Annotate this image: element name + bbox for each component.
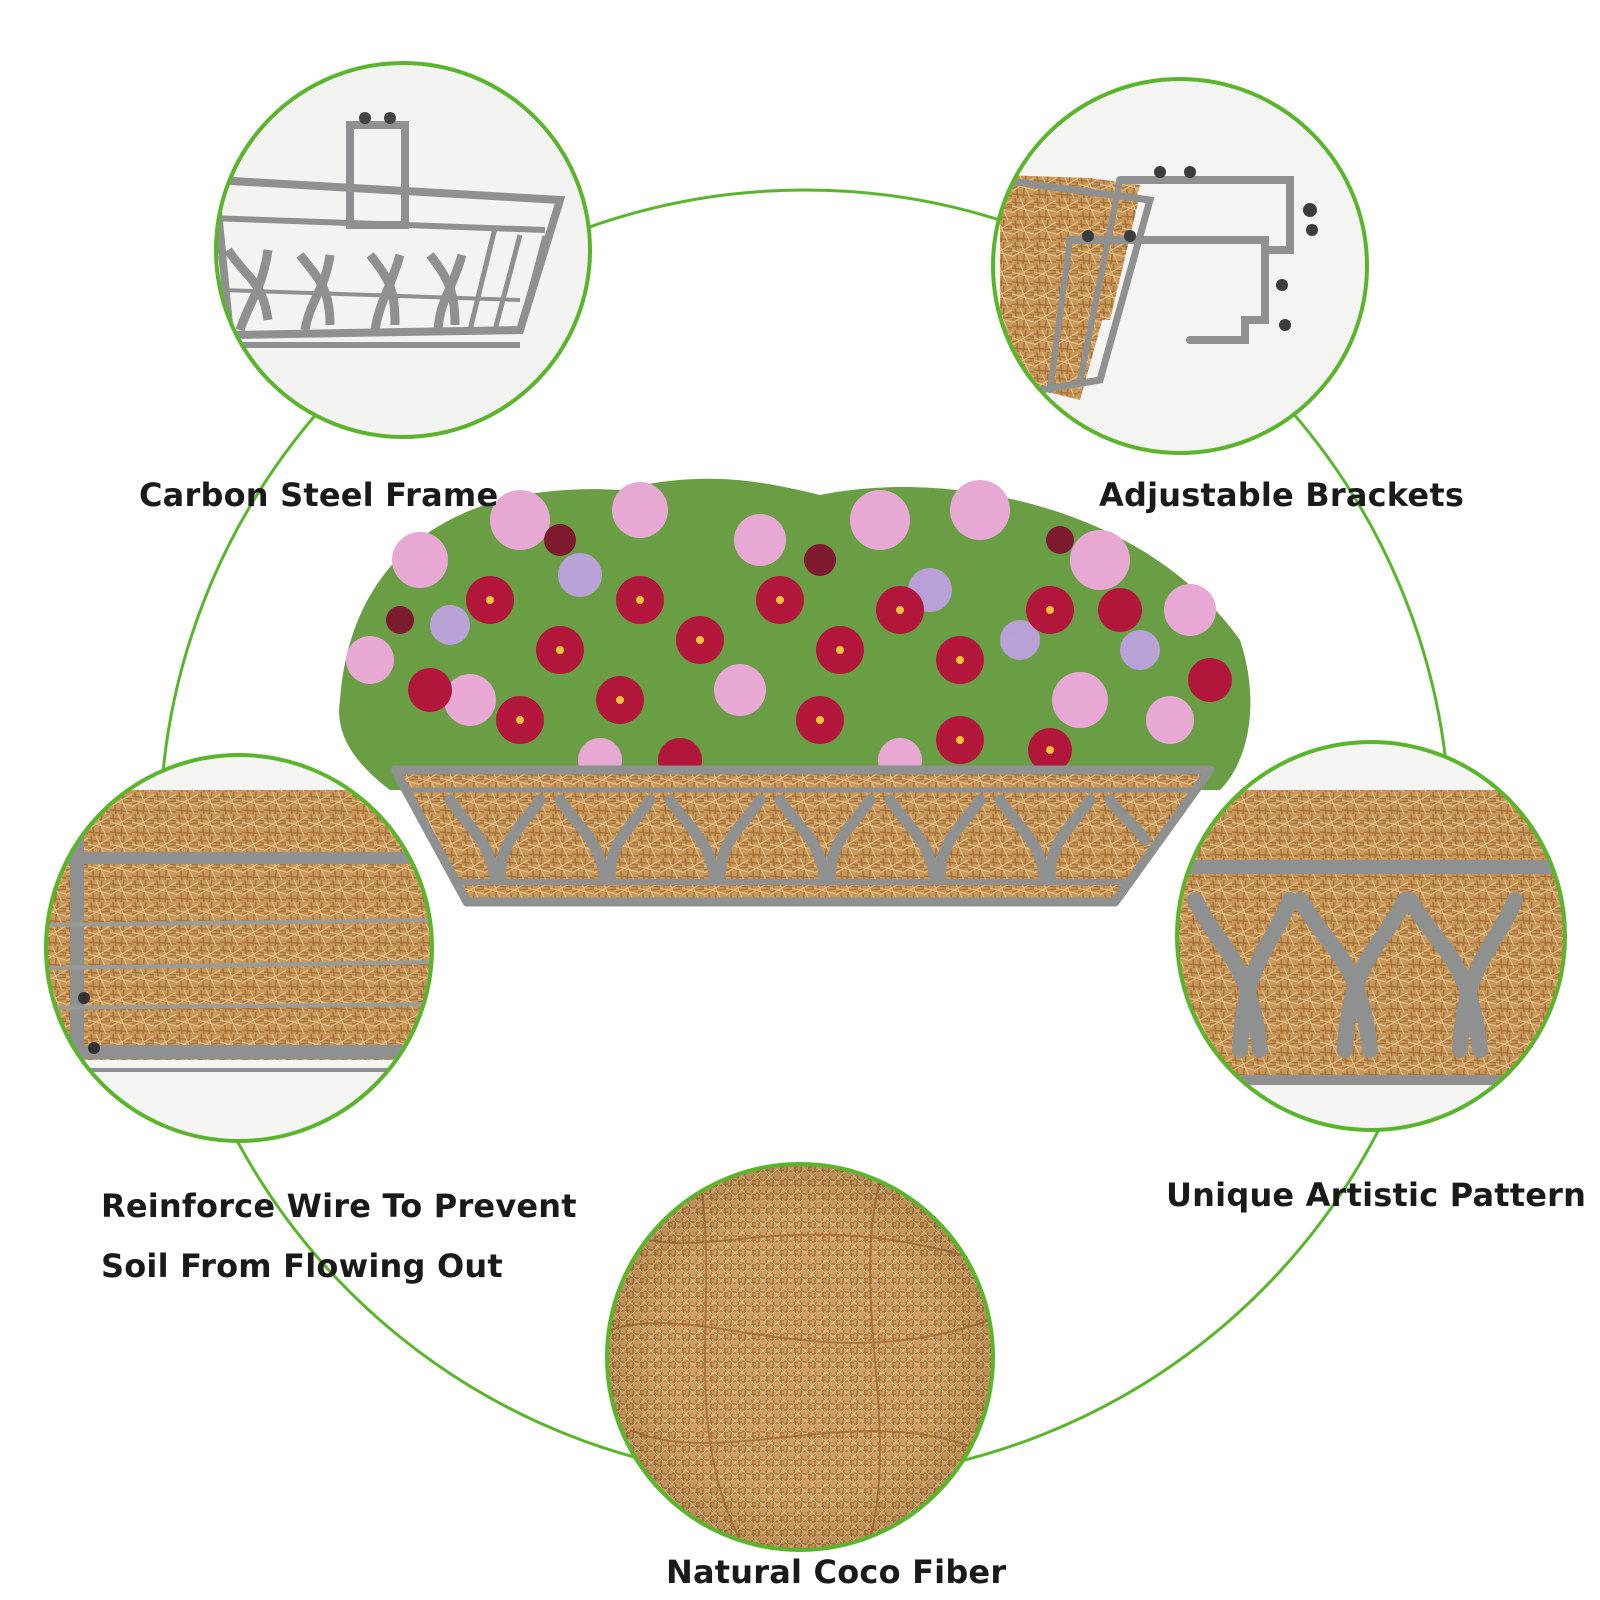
detail-circle-fiber — [605, 1162, 995, 1552]
label-reinforce-wire-line1: Reinforce Wire To Prevent — [101, 1187, 577, 1225]
detail-circle-frame — [214, 61, 592, 439]
label-reinforce-wire-line2: Soil From Flowing Out — [101, 1247, 503, 1285]
detail-circle-pattern — [1175, 740, 1567, 1132]
detail-circle-wire — [44, 753, 434, 1143]
detail-circle-brackets — [991, 77, 1369, 455]
label-unique-pattern: Unique Artistic Pattern — [1166, 1176, 1587, 1214]
wire-bars-photo — [46, 810, 432, 1080]
flower-mound — [339, 478, 1251, 790]
pattern-cutout-photo — [1177, 860, 1565, 1085]
label-adjustable-brackets: Adjustable Brackets — [1099, 476, 1465, 514]
label-coco-fiber: Natural Coco Fiber — [666, 1553, 1007, 1591]
label-reinforce-wire: Reinforce Wire To Prevent Soil From Flow… — [101, 1176, 577, 1296]
label-carbon-steel-frame: Carbon Steel Frame — [139, 476, 499, 514]
planter-box-product — [339, 478, 1251, 907]
bracket-arms-photo — [996, 176, 1294, 394]
frame-basket-photo — [216, 112, 566, 348]
